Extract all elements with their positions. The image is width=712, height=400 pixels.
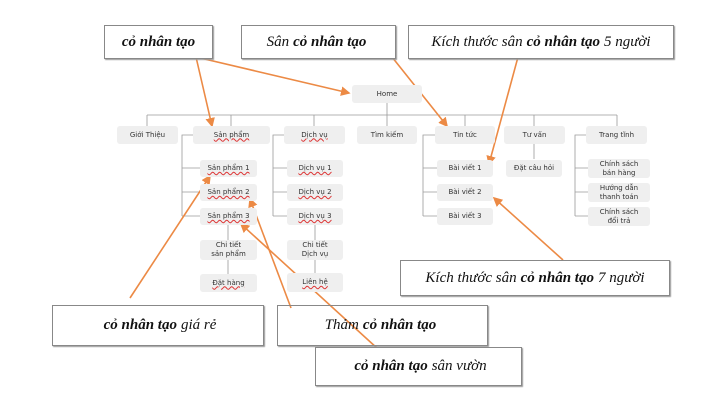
keyword-text: sân vườn — [431, 358, 487, 374]
keyword-text: Sân — [266, 33, 290, 50]
node-tim-kiem: Tìm kiếm — [357, 126, 417, 144]
node-dich-vu-2: Dịch vụ 2 — [287, 184, 343, 201]
node-gioi-thieu: Giới Thiệu — [117, 126, 178, 144]
node-dat-cau-hoi: Đặt câu hỏi — [506, 160, 562, 177]
node-dich-vu: Dịch vụ — [284, 126, 345, 144]
node-lien-he: Liên hệ — [287, 273, 343, 292]
node-bai-viet-1: Bài viết 1 — [437, 160, 493, 177]
node-chi-tiet-dich-vu: Chi tiết Dịch vụ — [287, 240, 343, 260]
node-bai-viet-2: Bài viết 2 — [437, 184, 493, 201]
node-tin-tuc: Tin tức — [435, 126, 495, 144]
node-chinh-sach-ban-hang: Chính sách bán hàng — [588, 159, 650, 178]
node-san-pham: Sản phẩm — [193, 126, 270, 144]
keyword-text: Kích thước sân — [425, 269, 517, 286]
node-trang-tinh: Trang tĩnh — [586, 126, 647, 144]
keyword-bold: cỏ nhân tạo — [121, 33, 196, 50]
keyword-bold: cỏ nhân tạo — [362, 317, 437, 333]
keyword-text: Thảm — [324, 317, 359, 333]
node-chinh-sach-doi-tra: Chính sách đổi trả — [588, 207, 650, 226]
keyword-bold: cỏ nhân tạo — [103, 317, 177, 333]
node-bai-viet-3: Bài viết 3 — [437, 208, 493, 225]
node-san-pham-1: Sản phẩm 1 — [200, 160, 257, 177]
node-tu-van: Tư vấn — [504, 126, 565, 144]
node-dat-hang: Đặt hàng — [200, 274, 257, 292]
node-dich-vu-3: Dịch vụ 3 — [287, 208, 343, 225]
keyword-bold: cỏ nhân tạo — [526, 33, 600, 50]
node-san-pham-2: Sản phẩm 2 — [200, 184, 257, 201]
keyword-bold: cỏ nhân tạo — [520, 269, 594, 286]
node-huong-dan-thanh-toan: Hướng dẫn thanh toán — [588, 183, 650, 202]
keyword-bold: cỏ nhân tạo — [354, 358, 428, 374]
keyword-box-co-nhan-tao: cỏ nhân tạo — [104, 25, 213, 59]
node-chi-tiet-san-pham: Chi tiết sản phẩm — [200, 240, 257, 260]
node-san-pham-3: Sản phẩm 3 — [200, 208, 257, 225]
keyword-text: 5 người — [603, 33, 651, 50]
keyword-text: Kích thước sân — [431, 33, 523, 50]
node-home: Home — [352, 85, 422, 103]
node-dich-vu-1: Dịch vụ 1 — [287, 160, 343, 177]
keyword-text: 7 người — [597, 269, 645, 286]
keyword-text: giá rẻ — [180, 317, 217, 333]
tree-lines — [146, 103, 618, 274]
keyword-bold: cỏ nhân tạo — [293, 33, 367, 50]
